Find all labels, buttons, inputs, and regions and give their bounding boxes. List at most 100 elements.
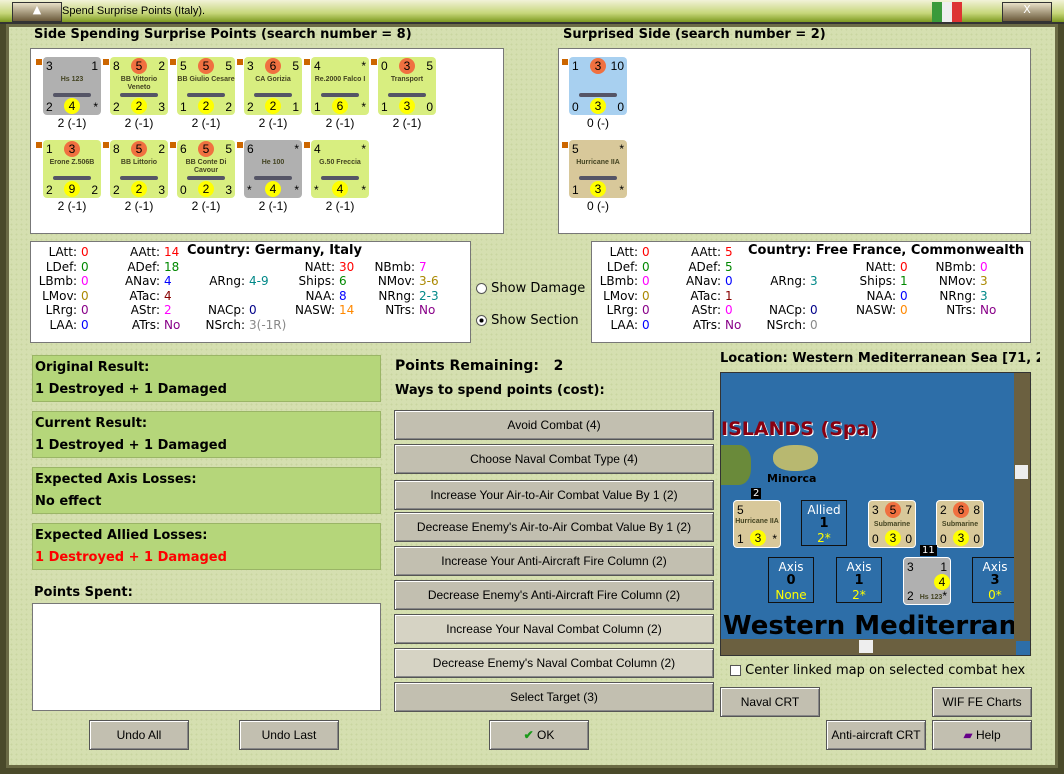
unit-name: CA Gorizia (255, 76, 291, 83)
vertical-scrollbar[interactable] (1014, 373, 1030, 641)
center-map-checkbox[interactable]: Center linked map on selected combat hex (730, 663, 1025, 678)
stat-value: No (419, 303, 436, 317)
counter-value-tc: 3 (64, 141, 80, 157)
ok-button[interactable]: ✔ OK (489, 720, 589, 750)
stat-value: 0 (642, 317, 650, 332)
counter-value-bl: 1 (314, 100, 321, 114)
result-title: Expected Axis Losses: (35, 472, 197, 487)
spend-option-button[interactable]: Increase Your Air-to-Air Combat Value By… (394, 480, 714, 510)
counter-value-tl: 5 (180, 59, 187, 73)
points-spent-list[interactable] (32, 603, 381, 711)
stat-label: LMov: (603, 288, 638, 303)
counter-value-br: 1 (292, 100, 299, 114)
unit-marker-icon (103, 142, 109, 148)
unit-silhouette-icon (254, 176, 292, 180)
counter-value-tc: 3 (590, 58, 606, 74)
stat-value: 3-6 (419, 274, 439, 288)
counter-value-br: 2 (91, 183, 98, 197)
stat-value: 5 (725, 245, 733, 259)
unit-silhouette-icon (120, 176, 158, 180)
scroll-thumb[interactable] (859, 640, 873, 653)
undo-last-button[interactable]: Undo Last (239, 720, 339, 750)
result-value: 1 Destroyed + 1 Damaged (35, 382, 227, 397)
counter-value-tl: 5 (572, 142, 579, 156)
stat-label: Ships: (859, 274, 896, 288)
unit-name: Re.2000 Falco I (314, 76, 366, 83)
show-section-radio[interactable]: Show Section (476, 313, 579, 328)
show-damage-radio[interactable]: Show Damage (476, 281, 585, 296)
unit-marker-icon (170, 59, 176, 65)
scroll-thumb[interactable] (1015, 465, 1028, 479)
horizontal-scrollbar[interactable] (721, 639, 1016, 655)
spend-option-button[interactable]: Decrease Enemy's Naval Combat Column (2) (394, 648, 714, 678)
counter-value-bl: 1 (381, 100, 388, 114)
stat-value: 30 (339, 259, 355, 274)
unit-name: Hs 123 (60, 76, 84, 83)
result-value: 1 Destroyed + 1 Damaged (35, 550, 227, 565)
stat-value: No (164, 317, 181, 332)
stat-label: LDef: (606, 259, 638, 274)
counter-value-tr: 2 (158, 142, 165, 156)
unit-silhouette-icon (321, 176, 359, 180)
points-remaining-label: Points Remaining: (395, 358, 540, 374)
counter-value-bc: 4 (265, 181, 281, 197)
wif-charts-button[interactable]: WIF FE Charts (932, 687, 1032, 717)
stat-label: LAA: (610, 317, 638, 332)
stat-label: LDef: (45, 259, 77, 274)
undo-all-button[interactable]: Undo All (89, 720, 189, 750)
stat-value: 18 (164, 259, 180, 274)
help-button[interactable]: ▰ Help (932, 720, 1032, 750)
close-button[interactable]: X (1002, 2, 1052, 22)
naval-crt-button[interactable]: Naval CRT (720, 687, 820, 717)
counter-value-bc: 2 (265, 98, 281, 114)
spend-option-button[interactable]: Avoid Combat (4) (394, 410, 714, 440)
unit-surprise-label: 2 (-1) (57, 199, 87, 213)
counter-value-bc: 3 (399, 98, 415, 114)
stat-label: NAtt: (304, 259, 335, 274)
spend-option-button[interactable]: Select Target (3) (394, 682, 714, 712)
spend-option-button[interactable]: Increase Your Naval Combat Column (2) (394, 614, 714, 644)
map-region-label: ISLANDS (Spa) (721, 418, 879, 440)
ways-label: Ways to spend points (cost): (395, 383, 605, 398)
country-label: Country: Free France, Commonwealth (748, 243, 1025, 258)
counter-value-tl: 6 (180, 142, 187, 156)
minimize-button[interactable]: ▲ (12, 2, 62, 22)
counter-value-tl: 8 (113, 59, 120, 73)
spend-option-button[interactable]: Increase Your Anti-Aircraft Fire Column … (394, 546, 714, 576)
counter-value-br: * (361, 100, 366, 114)
spend-option-button[interactable]: Decrease Enemy's Air-to-Air Combat Value… (394, 512, 714, 542)
counter-value-tr: * (361, 59, 366, 73)
counter-value-tr: * (361, 142, 366, 156)
spend-option-button[interactable]: Decrease Enemy's Anti-Aircraft Fire Colu… (394, 580, 714, 610)
spend-option-button[interactable]: Choose Naval Combat Type (4) (394, 444, 714, 474)
unit-silhouette-icon (321, 93, 359, 97)
unit-surprise-label: 2 (-1) (325, 116, 355, 130)
result-value: 1 Destroyed + 1 Damaged (35, 438, 227, 453)
stat-label: ATac: (690, 288, 721, 303)
aa-crt-button[interactable]: Anti-aircraft CRT (826, 720, 926, 750)
